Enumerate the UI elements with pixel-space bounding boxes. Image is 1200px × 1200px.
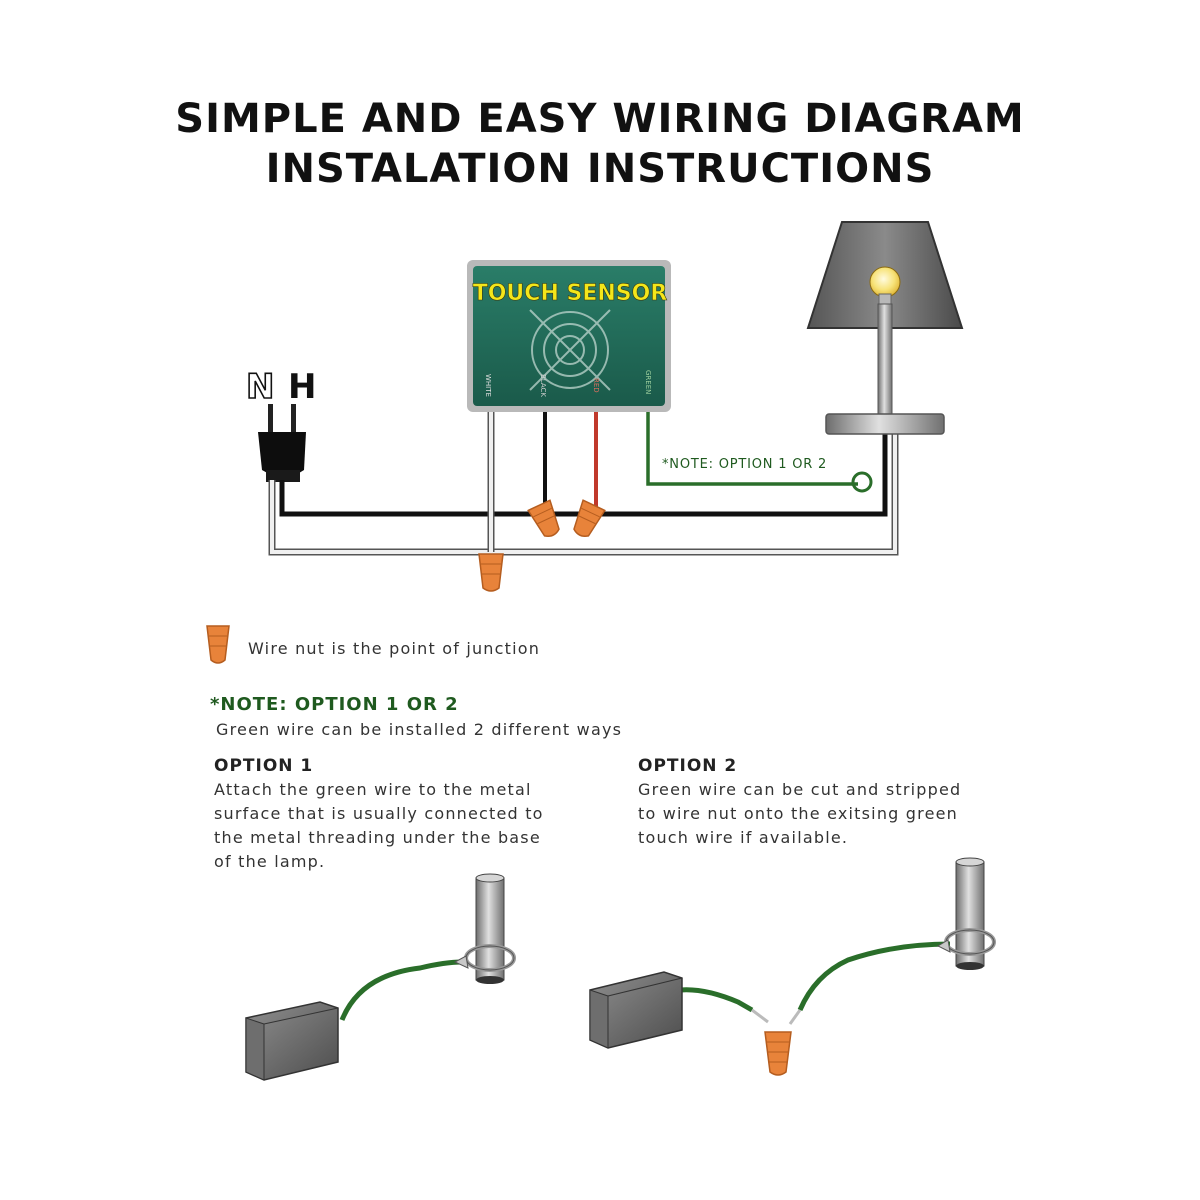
option1-line: surface that is usually connected to xyxy=(214,804,544,823)
option2-illustration xyxy=(589,857,996,1076)
legend-text: Wire nut is the point of junction xyxy=(248,639,541,658)
plug-prong-h xyxy=(291,404,296,434)
option1-green-wire xyxy=(339,959,463,1021)
option2-sensor-box xyxy=(589,971,683,1049)
plug-n-label: N xyxy=(246,367,274,407)
sensor-green-wire xyxy=(646,412,858,486)
option1-lamp-pole xyxy=(453,873,516,984)
sensor-touch-pad-icon xyxy=(529,309,611,391)
option1-text: Attach the green wire to the metal surfa… xyxy=(214,778,604,874)
light-bulb-icon xyxy=(869,266,901,305)
note-heading: *NOTE: OPTION 1 OR 2 xyxy=(210,694,459,715)
option2-stripped-wire-right xyxy=(788,1009,802,1025)
green-wire-ring xyxy=(851,471,873,493)
option2-heading: OPTION 2 xyxy=(638,756,738,776)
sensor-wire-label-green: GREEN xyxy=(644,370,652,394)
plug: N H xyxy=(245,366,316,482)
option1-heading: OPTION 1 xyxy=(214,756,314,776)
option2-lamp-pole xyxy=(936,857,996,970)
wire-nut-red xyxy=(573,499,606,537)
option1-sensor-box xyxy=(245,1001,339,1081)
wire-nut-black xyxy=(527,499,560,537)
option1-illustration xyxy=(245,873,516,1081)
plug-base xyxy=(266,470,300,482)
option2-line: to wire nut onto the exitsing green xyxy=(638,804,959,823)
title-line-2: INSTALATION INSTRUCTIONS xyxy=(265,146,935,192)
lamp xyxy=(806,221,964,435)
option2-lamp-green-wire xyxy=(797,941,951,1011)
wire-nut-white xyxy=(478,553,504,592)
option2-line: touch wire if available. xyxy=(638,828,849,847)
sensor-wire-label-red: RED xyxy=(592,378,600,393)
plug-h-label: H xyxy=(288,367,316,407)
option2-wire-nut-icon xyxy=(764,1031,792,1076)
title-line-1: SIMPLE AND EASY WIRING DIAGRAM xyxy=(175,96,1025,142)
lamp-pole xyxy=(877,303,893,415)
sensor-wire-label-white: WHITE xyxy=(484,374,492,397)
option2-line: Green wire can be cut and stripped xyxy=(638,780,962,799)
sensor-label: TOUCH SENSOR xyxy=(473,281,668,306)
white-neutral-wire xyxy=(270,432,897,554)
diagram-note: *NOTE: OPTION 1 OR 2 xyxy=(662,457,827,472)
option2-sensor-green-wire xyxy=(679,987,754,1013)
legend-wire-nut-icon xyxy=(206,625,230,664)
lamp-base xyxy=(825,413,945,435)
plug-prong-n xyxy=(268,404,273,434)
touch-sensor: TOUCH SENSOR WHITE BLACK RED GREEN xyxy=(467,260,671,412)
option1-line: the metal threading under the base xyxy=(214,828,541,847)
option2-text: Green wire can be cut and stripped to wi… xyxy=(638,778,1018,850)
option1-line: Attach the green wire to the metal xyxy=(214,780,532,799)
note-text: Green wire can be installed 2 different … xyxy=(216,720,623,739)
plug-body xyxy=(258,432,306,477)
sensor-wire-label-black: BLACK xyxy=(539,374,547,397)
option2-stripped-wire-left xyxy=(751,1008,769,1024)
option1-line: of the lamp. xyxy=(214,852,326,871)
